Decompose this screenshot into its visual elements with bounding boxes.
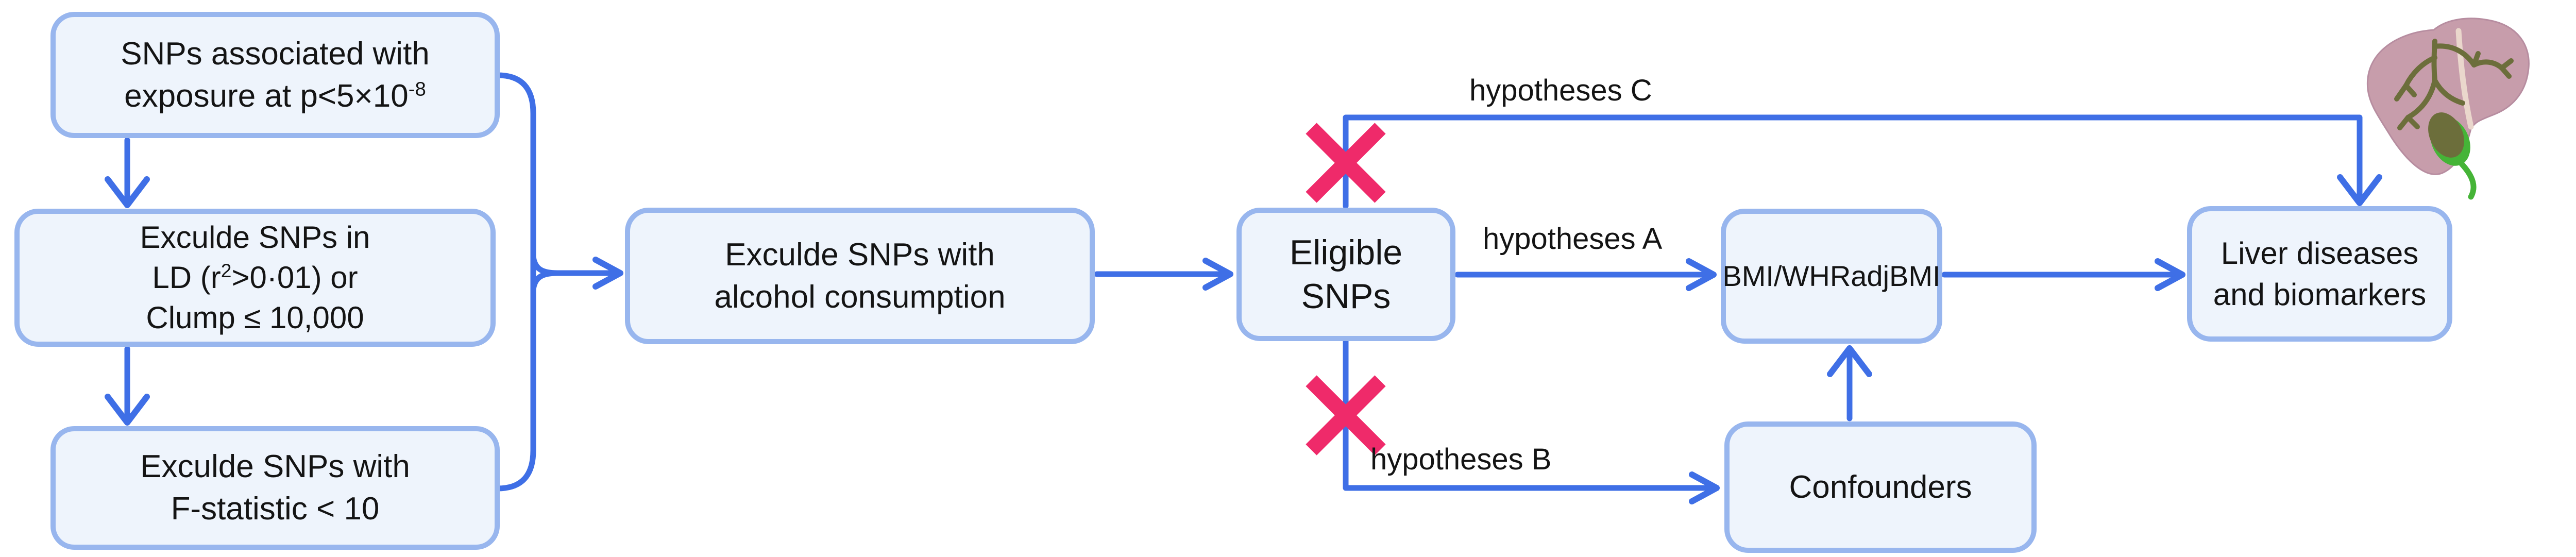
box-liver-outcomes-line2: and biomarkers [2213,277,2427,312]
box-exclude-alcohol-line1: Exculde SNPs with [725,237,995,273]
arrowhead-bmi-to-liver [2155,258,2185,291]
box-bmi-whradjbmi-label: BMI/WHRadjBMI [1722,260,1941,293]
label-hypotheses-c: hypotheses C [1469,74,1652,107]
box-eligible-snps: Eligible SNPs [1236,208,1455,341]
box-liver-outcomes-line1: Liver diseases [2221,236,2419,271]
arrowhead-hypotheses-c [2337,174,2382,206]
bracket-merge [495,72,536,492]
box-exclude-fstat: Exculde SNPs with F-statistic < 10 [50,426,500,550]
box-bmi-whradjbmi: BMI/WHRadjBMI [1721,209,1942,344]
box-liver-outcomes: Liver diseases and biomarkers [2187,206,2452,342]
box-eligible-snps-line1: Eligible [1289,232,1403,272]
line-hypotheses-c [1343,114,2363,209]
arrowhead-exposure-to-ld [105,176,150,208]
arrowhead-alcohol-to-eligible [1202,258,1233,291]
box-exclude-fstat-line1: Exculde SNPs with [140,449,410,485]
box-snps-exposure-line1: SNPs associated with [121,36,430,72]
arrowhead-bracket-to-alcohol [592,257,623,290]
box-snps-exposure-line2: exposure at p<5×10-8 [124,77,426,114]
box-exclude-ld-line1: Exculde SNPs in [140,220,370,255]
arrowhead-hypotheses-b [1689,471,1720,504]
label-hypotheses-b: hypotheses B [1370,443,1552,476]
box-exclude-ld-line3: Clump ≤ 10,000 [146,300,364,335]
arrowhead-ld-to-fstat [105,394,150,426]
label-hypotheses-a: hypotheses A [1483,222,1663,256]
box-confounders: Confounders [1724,421,2037,553]
liver-icon [2366,18,2530,200]
box-eligible-snps-line2: SNPs [1301,276,1391,316]
exclusion-cross-bottom [1306,375,1386,455]
box-exclude-alcohol-line2: alcohol consumption [714,279,1006,315]
arrowhead-confounders-to-bmi [1827,345,1872,377]
exclusion-cross-top [1306,123,1386,203]
box-confounders-label: Confounders [1789,469,1972,505]
box-exclude-ld-line2: LD (r2>0·01) or [152,260,358,295]
arrowhead-eligible-to-bmi [1686,258,1717,291]
line-hypotheses-b [1343,338,1718,491]
box-exclude-alcohol: Exculde SNPs with alcohol consumption [625,208,1095,344]
box-exclude-fstat-line2: F-statistic < 10 [171,491,380,527]
box-snps-exposure: SNPs associated with exposure at p<5×10-… [50,12,500,138]
box-exclude-ld: Exculde SNPs in LD (r2>0·01) or Clump ≤ … [14,209,496,347]
